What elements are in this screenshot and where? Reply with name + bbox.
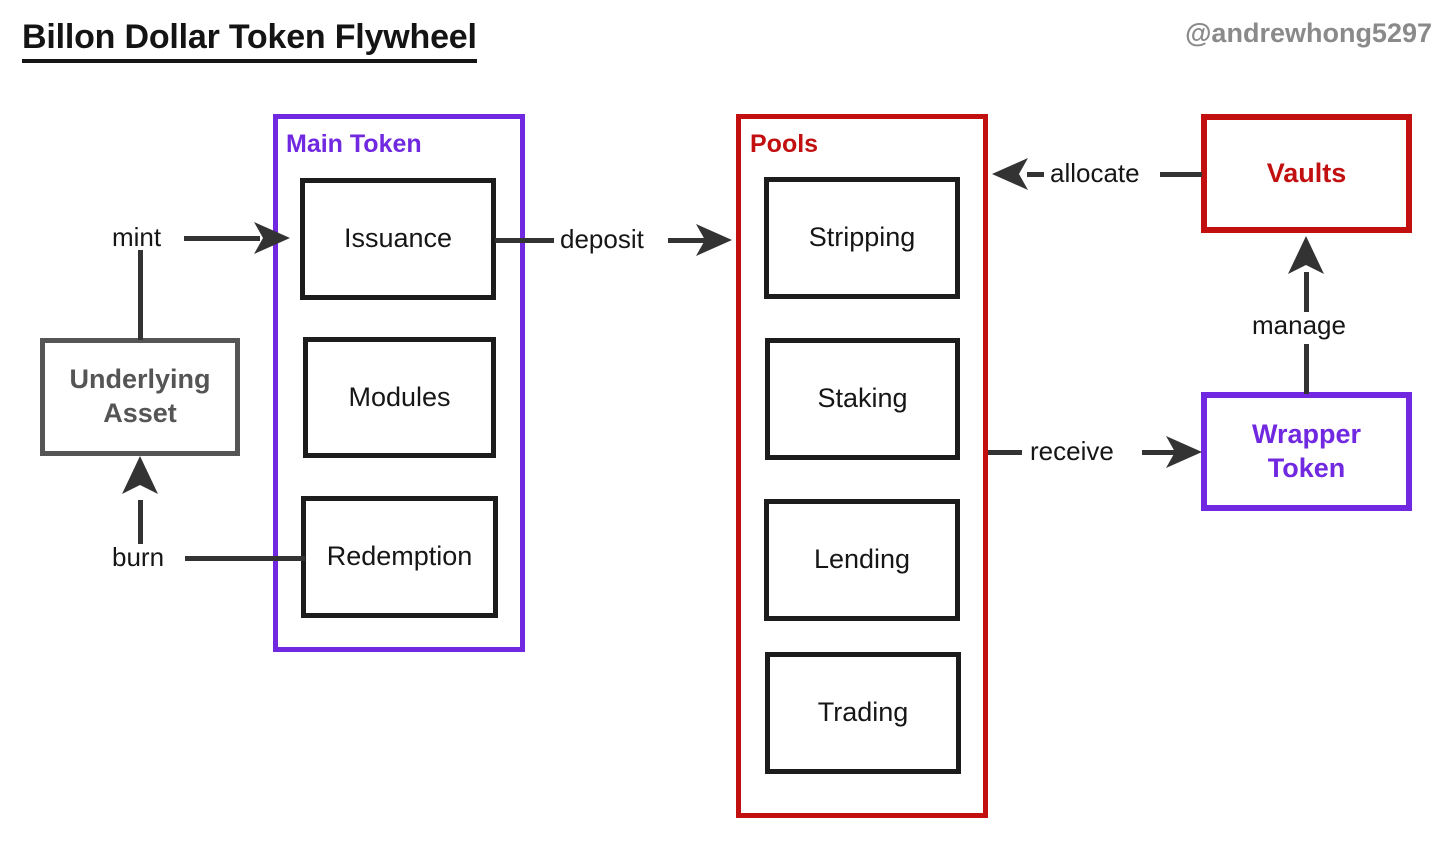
edge-label-deposit: deposit <box>554 226 650 252</box>
edge-receive-run-a <box>988 450 1022 455</box>
edge-allocate-arrowhead <box>988 152 1032 196</box>
edge-mint-riser <box>138 248 143 340</box>
group-main-token-label: Main Token <box>286 130 422 158</box>
node-underlying-asset-line2: Asset <box>103 398 177 428</box>
node-underlying-asset-line1: Underlying <box>69 364 211 395</box>
node-wrapper-token[interactable]: Wrapper Token <box>1201 392 1412 511</box>
node-trading[interactable]: Trading <box>765 652 961 774</box>
edge-manage-run-a <box>1304 344 1309 394</box>
edge-label-burn: burn <box>106 544 171 570</box>
edge-manage-run-b <box>1304 272 1309 314</box>
node-wrapper-token-line2: Token <box>1267 452 1346 483</box>
author-handle: @andrewhong5297 <box>1185 18 1432 48</box>
edge-deposit-run-b <box>668 238 712 243</box>
node-stripping[interactable]: Stripping <box>764 177 960 299</box>
node-modules[interactable]: Modules <box>303 337 496 458</box>
edge-allocate-run-a <box>1160 172 1202 177</box>
node-issuance[interactable]: Issuance <box>300 178 496 300</box>
edge-deposit-arrowhead <box>692 218 736 262</box>
edge-burn-arrowhead <box>118 452 162 500</box>
edge-receive-arrowhead <box>1162 430 1206 474</box>
edge-allocate-run-b <box>1027 172 1049 177</box>
node-underlying-asset[interactable]: Underlying Asset <box>40 338 240 456</box>
group-pools-label: Pools <box>750 130 819 158</box>
edge-mint-arrowhead <box>250 216 294 260</box>
edge-label-mint: mint <box>106 224 168 250</box>
node-redemption[interactable]: Redemption <box>301 496 498 618</box>
node-underlying-asset-label: Underlying Asset <box>69 363 210 431</box>
edge-receive-run-b <box>1142 450 1184 455</box>
edge-deposit-run-a <box>495 238 557 243</box>
node-lending[interactable]: Lending <box>764 499 960 621</box>
node-vaults[interactable]: Vaults <box>1201 114 1412 233</box>
edge-label-allocate: allocate <box>1044 160 1146 186</box>
node-wrapper-token-line1: Wrapper <box>1251 418 1362 449</box>
edge-label-manage: manage <box>1246 312 1352 338</box>
node-wrapper-token-label: Wrapper Token <box>1252 418 1361 486</box>
node-staking[interactable]: Staking <box>765 338 960 460</box>
edge-burn-riser <box>138 500 143 558</box>
edge-manage-arrowhead <box>1284 232 1328 280</box>
edge-burn-run <box>185 556 305 561</box>
edge-label-receive: receive <box>1024 438 1120 464</box>
edge-mint-run <box>184 236 260 241</box>
page-title: Billon Dollar Token Flywheel <box>22 18 477 64</box>
